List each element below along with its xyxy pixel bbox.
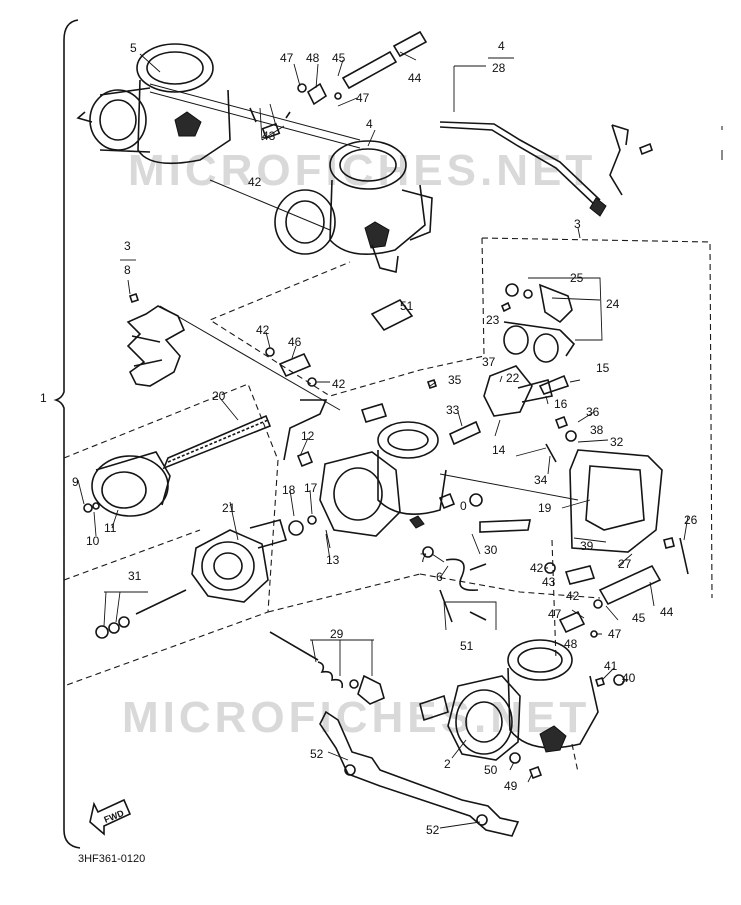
label-45-b: 45 [632,611,646,625]
label-8: 8 [124,263,131,277]
label-11: 11 [104,521,117,535]
label-23: 23 [486,313,500,327]
label-29: 29 [330,627,344,641]
label-50: 50 [484,763,498,777]
label-39: 39 [580,539,594,553]
label-42-a: 42 [256,323,270,337]
top-hardware [297,30,723,217]
label-51-a: 51 [400,299,414,313]
label-49: 49 [504,779,518,793]
label-48-a: 48 [306,51,320,65]
label-3-group: 3 [574,217,581,231]
drawing-code: 3HF361-0120 [78,853,145,865]
label-35: 35 [448,373,462,387]
label-12: 12 [301,429,315,443]
diaphragm-cover-assembly [83,414,287,639]
label-10: 10 [86,534,100,548]
front-marker: FWD [103,808,126,825]
left-upper-parts [126,292,482,446]
label-22: 22 [506,371,520,385]
top-carburetor-pair [76,43,433,273]
label-28: 28 [492,61,506,75]
label-27: 27 [618,557,632,571]
label-42-e: 42 [566,589,580,603]
label-37: 37 [482,355,496,369]
label-16: 16 [554,397,568,411]
label-9: 9 [72,475,79,489]
choke-linkage [500,277,603,363]
label-25: 25 [570,271,584,285]
label-21: 21 [222,501,236,515]
label-24: 24 [606,297,620,311]
label-7: 7 [420,551,427,565]
assembly-bracket [53,19,81,849]
pilot-screw-assembly [269,631,385,705]
center-carburetor [283,399,531,549]
label-4-top: 4 [498,39,505,53]
watermark-top: MICROFICHES.NET [128,146,596,195]
group-boundary-left [63,383,279,687]
label-13: 13 [326,553,340,567]
label-3-kit: 3 [124,239,131,253]
label-46: 46 [288,335,302,349]
group-boundary-lower [267,539,601,661]
label-48-b: 48 [564,637,578,651]
label-19: 19 [538,501,552,515]
callout-leaders [77,51,689,829]
forward-arrow: FWD [89,798,132,836]
label-17: 17 [304,481,318,495]
label-44-b: 44 [660,605,674,619]
label-36: 36 [586,405,600,419]
label-31: 31 [128,569,142,583]
label-42-c: 42 [248,175,262,189]
float-chamber-parts [439,365,689,575]
label-2: 2 [444,757,451,771]
label-43-a: 43 [262,129,276,143]
label-15: 15 [596,361,610,375]
label-47-c: 47 [548,607,562,621]
label-45-a: 45 [332,51,346,65]
label-38: 38 [590,423,604,437]
center-right-hardware [422,546,662,638]
label-26: 26 [684,513,698,527]
label-52-b: 52 [426,823,440,837]
label-5: 5 [130,41,137,55]
label-47-d: 47 [608,627,622,641]
group-boundary-right [208,237,713,599]
label-1: 1 [40,391,47,405]
label-47-a: 47 [280,51,294,65]
label-41: 41 [604,659,618,673]
label-18: 18 [282,483,296,497]
label-43-b: 43 [542,575,556,589]
throttle-linkage-bar [319,710,520,837]
label-32: 32 [610,435,624,449]
label-47-b: 47 [356,91,370,105]
label-42-d: 42 [530,561,544,575]
label-42-b: 42 [332,377,346,391]
label-4-carb: 4 [366,117,373,131]
label-34: 34 [534,473,548,487]
label-6: 6 [436,570,443,584]
label-52-a: 52 [310,747,324,761]
label-40: 40 [622,671,636,685]
label-30: 30 [484,543,498,557]
lower-carburetor [419,639,625,780]
callout-labels: 1 2 3 3 4 4 28 5 6 7 8 9 10 11 12 13 14 … [40,39,698,837]
label-0: 0 [460,499,467,513]
label-33: 33 [446,403,460,417]
label-20: 20 [212,389,226,403]
label-51-b: 51 [460,639,474,653]
label-14: 14 [492,443,506,457]
label-44-a: 44 [408,71,422,85]
